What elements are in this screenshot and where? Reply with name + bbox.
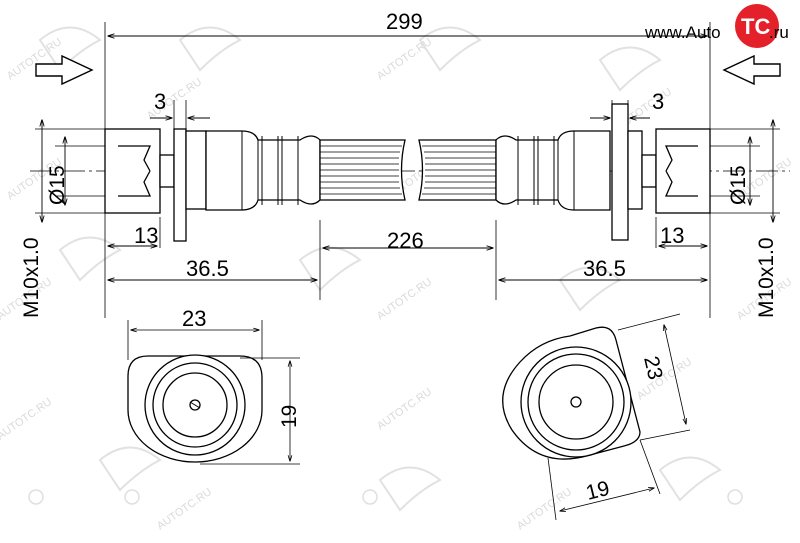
dim-hose-length: 226 <box>387 228 424 253</box>
left-collar <box>159 154 175 188</box>
right-collar <box>641 154 657 188</box>
right-end-dims <box>547 313 691 521</box>
watermark-logo-shape <box>58 236 122 282</box>
left-body <box>185 130 207 210</box>
right-end-view <box>502 326 641 460</box>
registered-mark-icon <box>727 489 743 505</box>
watermark-text: AUTOTC.RU <box>375 386 434 433</box>
logo-suffix: .ru <box>769 23 789 42</box>
dim-left-diameter: Ø15 <box>46 165 69 205</box>
watermark-logo-shape <box>598 46 662 92</box>
logo-badge-text: TC <box>741 14 770 39</box>
watermark-logo-shape <box>418 26 482 72</box>
arrow-left-icon <box>722 54 781 86</box>
registered-mark-icon <box>28 489 44 505</box>
right-fitting <box>495 103 711 241</box>
left-flange <box>173 128 187 242</box>
watermark-logo-shape <box>298 246 362 292</box>
dim-right-view-width: 23 <box>639 354 667 382</box>
dim-left-fitting-length: 36.5 <box>186 256 229 281</box>
dim-right-flange-thickness: 3 <box>652 89 664 114</box>
watermark-logo-shape <box>658 456 722 502</box>
arrow-right-icon <box>35 54 94 86</box>
logo-badge-icon <box>735 4 779 48</box>
autotc-logo: www.Auto TC .ru <box>644 4 789 48</box>
watermark-logo-shape <box>178 26 242 72</box>
watermark-logo-shape <box>378 466 442 512</box>
logo-prefix: www.Auto <box>644 23 721 42</box>
dim-right-thread-length: 13 <box>660 223 684 248</box>
left-end-dims <box>127 320 300 465</box>
dim-right-diameter: Ø15 <box>727 165 750 205</box>
dim-left-view-width: 23 <box>182 306 206 331</box>
watermark-text: AUTOTC.RU <box>155 486 214 533</box>
watermark-text: AUTOTC.RU <box>515 486 574 533</box>
right-crimp <box>495 130 611 211</box>
dim-right-thread-spec: M10x1.0 <box>755 237 778 318</box>
left-hex-nut <box>104 128 161 214</box>
dim-left-thread-length: 13 <box>134 223 158 248</box>
registered-mark-icon <box>362 489 378 505</box>
dim-right-fitting-length: 36.5 <box>583 256 626 281</box>
watermark-text: AUTOTC.RU <box>375 36 434 83</box>
right-flange <box>611 103 629 241</box>
watermark-text: AUTOTC.RU <box>375 276 434 323</box>
left-end-view <box>127 354 263 463</box>
watermark-logo-shape <box>98 446 162 492</box>
hose <box>319 139 497 201</box>
right-body <box>627 130 643 210</box>
dim-left-view-height: 19 <box>278 405 301 428</box>
dim-overall-length: 299 <box>386 9 423 34</box>
watermark-text: AUTOTC.RU <box>0 396 54 443</box>
registered-mark-icon <box>124 489 140 505</box>
dim-left-thread-spec: M10x1.0 <box>20 237 43 318</box>
dimension-lines <box>42 36 773 280</box>
dim-left-flange-thickness: 3 <box>154 89 166 114</box>
dim-right-view-height: 19 <box>584 477 612 505</box>
right-hex-nut <box>655 128 711 214</box>
left-crimp <box>205 130 321 211</box>
left-fitting <box>104 128 321 242</box>
